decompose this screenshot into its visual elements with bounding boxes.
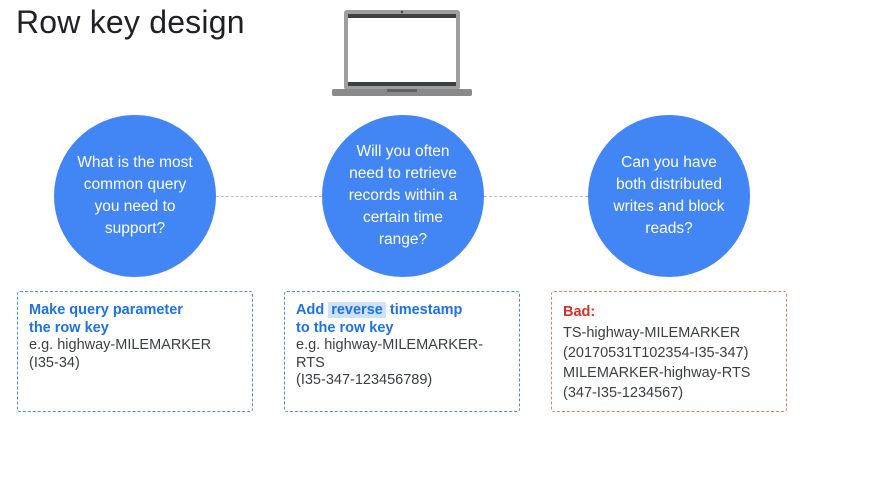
answer-box-reverse-timestamp: Add reverse timestamp to the row key e.g…	[284, 291, 520, 412]
bad-label: Bad:	[563, 304, 596, 320]
box-heading: Add reverse timestamp	[296, 302, 508, 320]
question-text: Will you often need to retrieve records …	[348, 143, 458, 248]
bad-example: MILEMARKER-highway-RTS	[563, 365, 751, 381]
page-title: Row key design	[16, 4, 245, 40]
answer-box-bad-examples: Bad: TS-highway-MILEMARKER (20170531T102…	[551, 291, 787, 412]
box-heading: Make query parameter	[29, 302, 183, 318]
box-heading: to the row key	[296, 319, 394, 336]
question-text: Can you have both distributed writes and…	[613, 154, 725, 237]
box-example: (I35-347-123456789)	[296, 372, 433, 388]
box-heading-pre: Add	[296, 302, 325, 318]
bad-example: (347-I35-1234567)	[563, 385, 684, 401]
question-text: What is the most common query you need t…	[77, 154, 193, 237]
box-heading-post: timestamp	[389, 302, 463, 318]
question-circle-distributed: Can you have both distributed writes and…	[588, 115, 750, 277]
box-example: e.g. highway-MILEMARKER	[29, 337, 212, 353]
bad-example: (20170531T102354-I35-347)	[563, 345, 749, 361]
question-circle-query: What is the most common query you need t…	[54, 115, 216, 277]
connector-line-1	[216, 196, 322, 197]
box-example: e.g. highway-MILEMARKER-RTS	[296, 337, 483, 371]
box-example: (I35-34)	[29, 354, 80, 371]
laptop-icon	[332, 10, 472, 96]
answer-box-query-parameter: Make query parameter the row key e.g. hi…	[17, 291, 253, 412]
question-circle-time-range: Will you often need to retrieve records …	[322, 115, 484, 277]
box-heading: the row key	[29, 319, 109, 336]
bad-example: TS-highway-MILEMARKER	[563, 325, 741, 341]
connector-line-2	[484, 196, 588, 197]
highlighted-word: reverse	[328, 302, 386, 318]
